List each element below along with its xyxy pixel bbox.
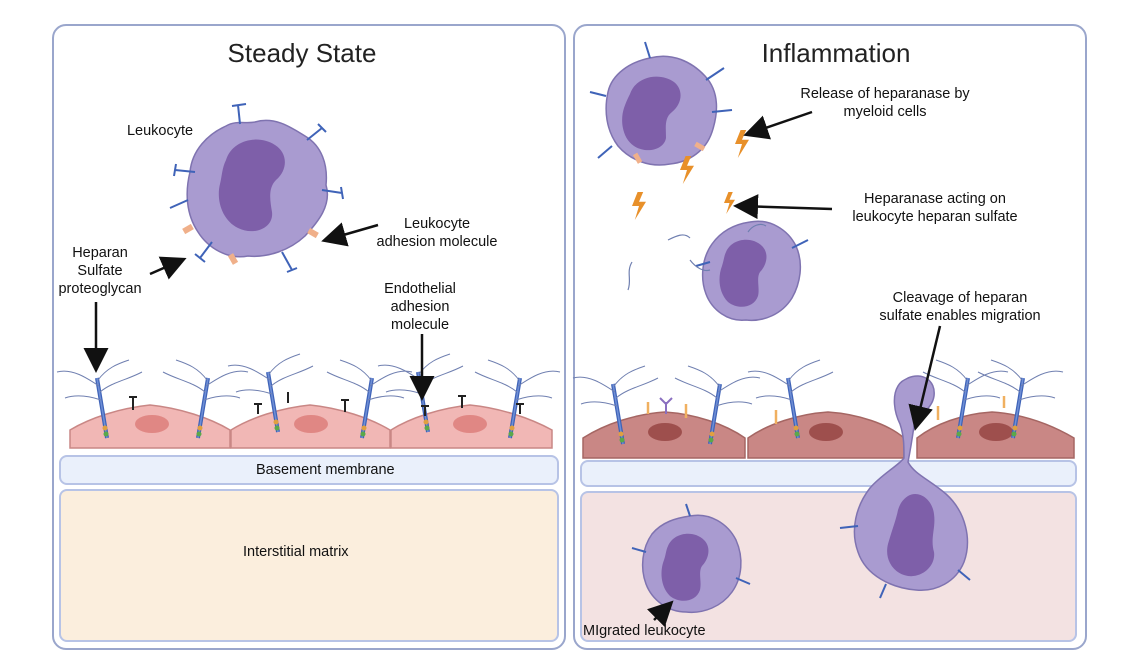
cleaved-hs-fragments <box>627 223 767 291</box>
heparanase-fragments-top <box>632 141 706 164</box>
label-release-heparanase: Release of heparanase by myeloid cells <box>800 86 970 120</box>
arrow-leukocyte-adhesion <box>321 222 379 247</box>
label-heparanase-acting: Heparanase acting on leukocyte heparan s… <box>852 191 1018 225</box>
label-cleavage-migration: Cleavage of heparan sulfate enables migr… <box>879 290 1041 324</box>
leukocyte-receptors-top-right <box>589 41 733 159</box>
label-basement-membrane-left: Basement membrane <box>256 462 395 478</box>
label-interstitial-matrix: Interstitial matrix <box>243 544 349 560</box>
leukocyte-adhesion-molecules-left <box>182 223 319 265</box>
inflammation-title: Inflammation <box>761 38 911 68</box>
leukocyte-cell-left <box>186 119 329 258</box>
label-heparan-sulfate-proteoglycan: Heparan Sulfate proteoglycan <box>58 245 142 297</box>
arrow-release-heparanase <box>743 110 813 140</box>
endothelial-adhesion-molecules-left <box>129 392 524 416</box>
label-endothelial-adhesion-molecule: Endothelial adhesion molecule <box>384 281 456 333</box>
arrow-hspg-on-leukocyte <box>149 256 187 280</box>
arrow-heparanase-acting <box>733 194 833 220</box>
leukocyte-cell-middle-right <box>701 220 802 322</box>
label-leukocyte-adhesion-molecule: Leukocyte adhesion molecule <box>376 216 498 250</box>
label-migrated-leukocyte: MIgrated leukocyte <box>583 623 706 639</box>
endothelial-adhesion-molecules-right <box>646 396 1006 424</box>
leukocyte-cell-top-right <box>605 55 718 166</box>
basement-membrane-band-left <box>59 455 559 485</box>
endothelial-cells-left <box>69 404 553 449</box>
label-leukocyte: Leukocyte <box>126 123 194 139</box>
endothelial-cells-right <box>582 411 1075 459</box>
basement-membrane-band-right <box>580 460 1077 487</box>
arrow-cleavage-migration <box>908 325 942 431</box>
leukocyte-receptors-middle-right <box>695 239 809 267</box>
migrated-leukocyte <box>641 514 742 614</box>
migrated-leukocyte-receptors <box>631 503 751 585</box>
adhesion-molecule-purple <box>659 397 673 414</box>
steady-state-title: Steady State <box>227 38 377 68</box>
interstitial-matrix-band-left <box>59 489 559 642</box>
transmigrating-leukocyte-receptors <box>839 525 971 599</box>
transmigrating-leukocyte <box>853 375 969 591</box>
leukocyte-receptors-left <box>169 103 344 273</box>
arrow-migrated-leukocyte <box>647 600 674 627</box>
